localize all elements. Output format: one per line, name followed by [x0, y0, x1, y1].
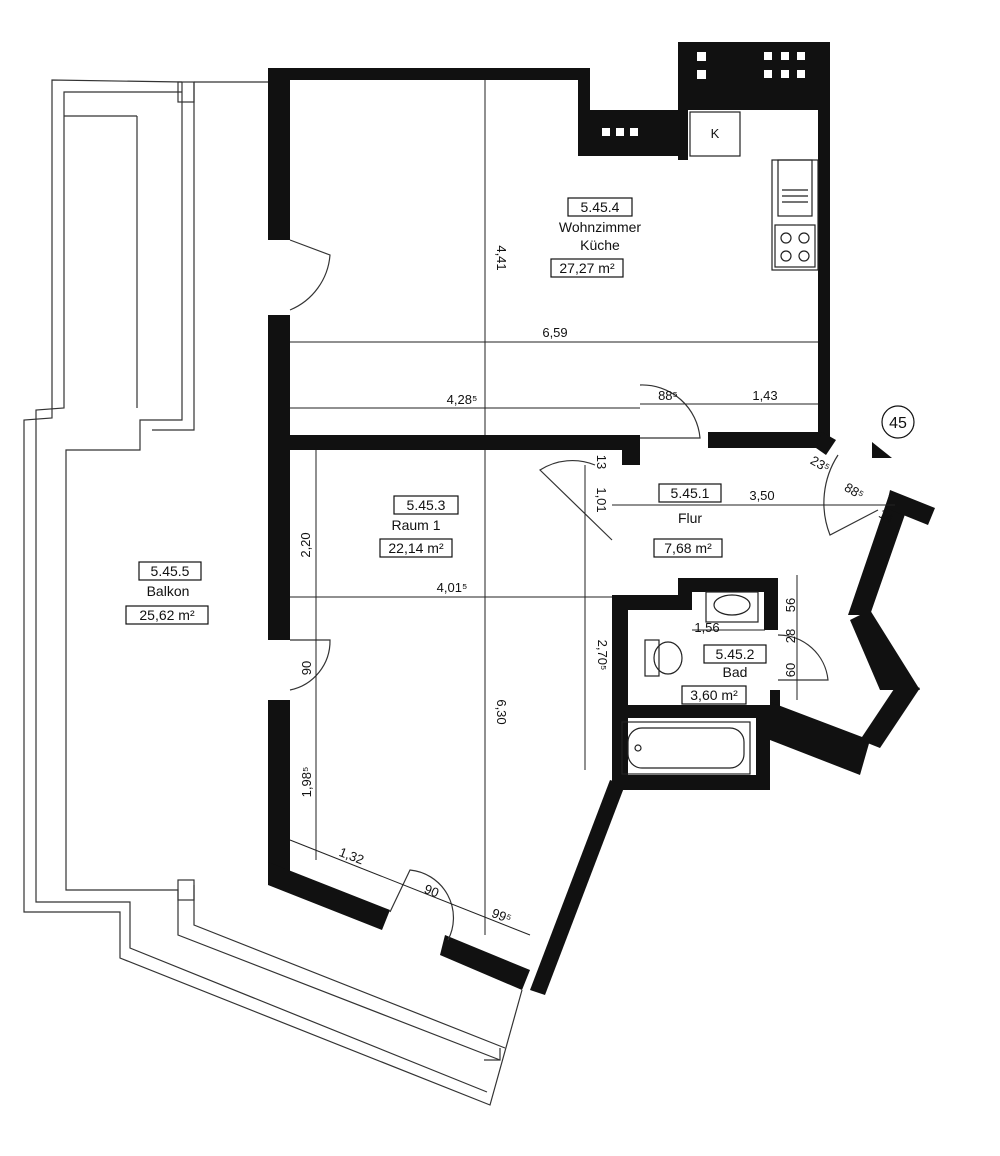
chimney-vents — [602, 52, 805, 136]
room-id: 5.45.3 — [407, 497, 446, 513]
bathroom-fixtures — [621, 591, 759, 775]
room-name: Flur — [678, 510, 702, 526]
room-flur: 5.45.1 Flur 7,68 m² — [653, 483, 723, 558]
dim-13: 13 — [594, 455, 609, 469]
room-id: 5.45.4 — [581, 199, 620, 215]
door-balcony-living — [289, 239, 331, 311]
dim-3-50: 3,50 — [749, 488, 774, 503]
dim-88-b: 88⁵ — [842, 480, 867, 503]
room-raum1: 5.45.3 Raum 1 22,14 m² — [379, 495, 459, 558]
dim-4-28: 4,28⁵ — [447, 392, 478, 407]
stove-icon — [774, 224, 816, 268]
door-balcony-room1 — [289, 639, 331, 691]
unit-number: 45 — [889, 415, 907, 432]
dim-99: 99⁵ — [490, 905, 514, 926]
room-name-2: Küche — [580, 237, 620, 253]
entrance-arrow-icon — [872, 442, 892, 458]
bathtub-icon — [621, 721, 751, 775]
dim-1-56: 1,56 — [694, 620, 719, 635]
walls — [268, 42, 935, 995]
dim-4-01: 4,01⁵ — [437, 580, 468, 595]
door-living-flur — [639, 384, 701, 439]
fridge-icon — [689, 111, 741, 157]
unit-marker: 45 — [872, 405, 915, 458]
dim-28: 28 — [783, 629, 798, 643]
door-room1-flur — [539, 459, 613, 541]
room-id: 5.45.5 — [151, 563, 190, 579]
dim-56: 56 — [783, 598, 798, 612]
balcony-outline — [23, 79, 523, 1106]
dim-4-41: 4,41 — [494, 245, 509, 270]
room-area: 3,60 m² — [690, 687, 738, 703]
room-name: Bad — [723, 664, 748, 680]
room-name: Raum 1 — [391, 517, 440, 533]
dim-1-01: 1,01 — [594, 487, 609, 512]
dim-1-43: 1,43 — [752, 388, 777, 403]
dim-1-98: 1,98⁵ — [299, 767, 314, 798]
room-area: 25,62 m² — [139, 607, 195, 623]
room-area: 22,14 m² — [388, 540, 444, 556]
door-room1-exterior — [389, 869, 455, 941]
toilet-tank-icon — [644, 639, 660, 677]
room-wohnzimmer: 5.45.4 Wohnzimmer Küche 27,27 m² — [550, 197, 642, 278]
dimension-lines — [289, 80, 895, 936]
room-area: 7,68 m² — [664, 540, 712, 556]
room-id: 5.45.1 — [671, 485, 710, 501]
dim-90-b: 90 — [422, 881, 441, 900]
door-entrance — [823, 454, 879, 536]
dim-6-30: 6,30 — [494, 699, 509, 724]
dimension-labels: 4,41 6,59 4,28⁵ 88⁵ 1,43 2,20 4,01⁵ 13 1… — [298, 245, 896, 926]
dim-14: 14 — [876, 506, 896, 526]
dim-6-59: 6,59 — [542, 325, 567, 340]
dim-60: 60 — [783, 663, 798, 677]
door-bath — [777, 634, 829, 681]
room-bad: 5.45.2 Bad 3,60 m² — [681, 644, 767, 705]
room-name: Balkon — [147, 583, 190, 599]
room-area: 27,27 m² — [559, 260, 615, 276]
dim-2-20: 2,20 — [298, 532, 313, 557]
room-name: Wohnzimmer — [559, 219, 642, 235]
toilet-icon — [653, 641, 683, 675]
dim-88-a: 88⁵ — [658, 388, 678, 403]
dim-2-70: 2,70⁵ — [595, 640, 610, 671]
kitchen-fixtures: K — [689, 111, 819, 271]
dim-90-a: 90 — [299, 661, 314, 675]
sink-icon — [777, 159, 813, 217]
fridge-label: K — [711, 126, 720, 141]
doors — [289, 239, 879, 941]
washbasin-icon — [705, 591, 759, 623]
room-id: 5.45.2 — [716, 646, 755, 662]
room-balkon: 5.45.5 Balkon 25,62 m² — [125, 561, 209, 625]
